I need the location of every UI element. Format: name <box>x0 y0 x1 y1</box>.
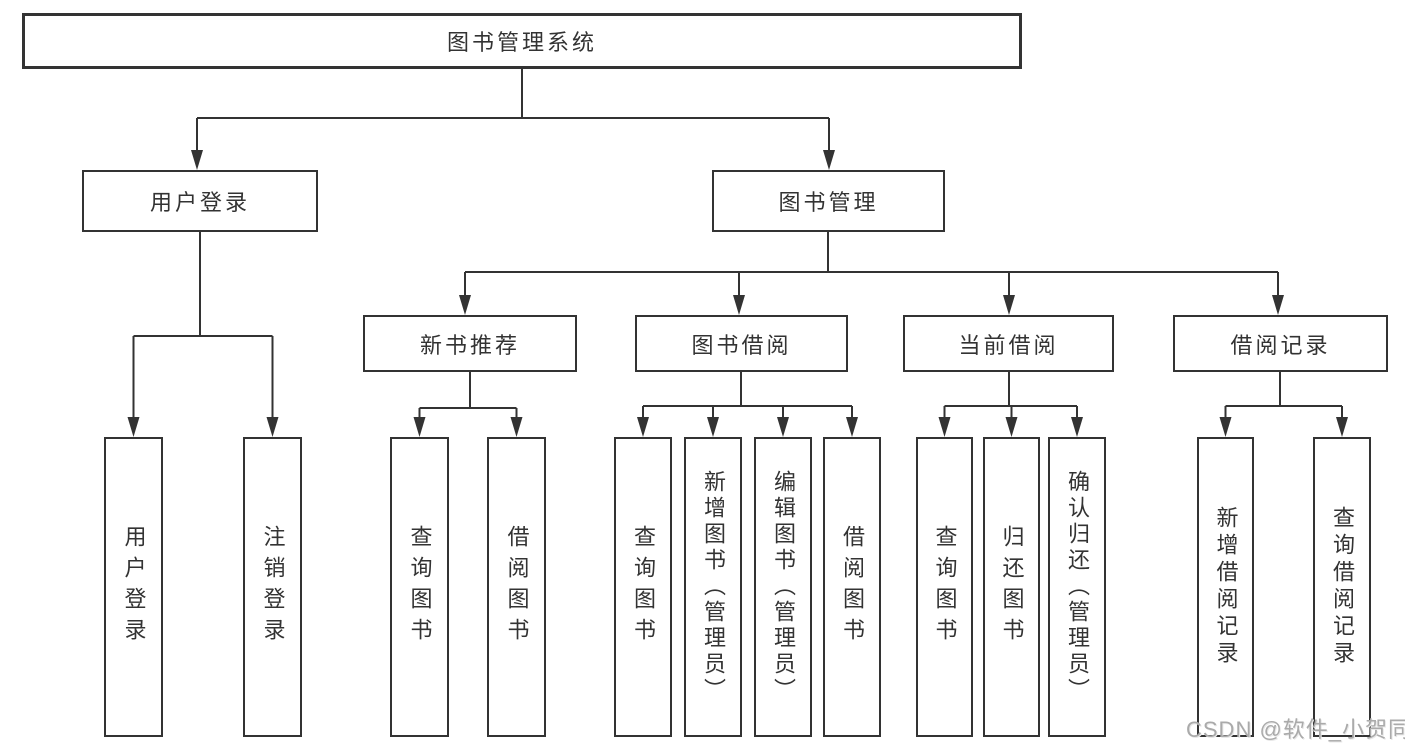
leaf-logout: 注销登录 <box>243 437 302 737</box>
watermark: CSDN @软件_小贺同学 <box>1186 717 1405 742</box>
node-new-book-recommend: 新书推荐 <box>363 315 577 372</box>
leaf-logout-label: 注销登录 <box>260 525 286 649</box>
leaf-query-books-recommend-label: 查询图书 <box>407 525 433 649</box>
leaf-borrow-books-recommend-label: 借阅图书 <box>504 525 530 649</box>
node-new-book-recommend-label: 新书推荐 <box>419 332 520 358</box>
leaf-add-books-admin-label: 新增图书（管理员） <box>701 470 726 704</box>
node-root-label: 图书管理系统 <box>446 30 597 55</box>
node-book-management: 图书管理 <box>712 170 945 232</box>
leaf-query-books-current: 查询图书 <box>916 437 973 737</box>
leaf-user-login: 用户登录 <box>104 437 163 737</box>
leaf-return-books: 归还图书 <box>983 437 1040 737</box>
node-book-borrow-label: 图书借阅 <box>691 332 792 358</box>
leaf-query-borrow-record-label: 查询借阅记录 <box>1330 506 1355 668</box>
leaf-query-books-recommend: 查询图书 <box>390 437 449 737</box>
leaf-confirm-return-admin: 确认归还（管理员） <box>1048 437 1106 737</box>
leaf-return-books-label: 归还图书 <box>999 525 1025 649</box>
node-root-system: 图书管理系统 <box>22 13 1022 69</box>
leaf-borrow-books-recommend: 借阅图书 <box>487 437 546 737</box>
leaf-query-books-borrow-label: 查询图书 <box>631 525 656 649</box>
node-borrow-records-label: 借阅记录 <box>1230 332 1331 358</box>
node-current-borrow-label: 当前借阅 <box>958 332 1059 358</box>
node-current-borrow: 当前借阅 <box>903 315 1114 372</box>
node-book-borrow: 图书借阅 <box>635 315 848 372</box>
leaf-confirm-return-admin-label: 确认归还（管理员） <box>1065 470 1090 704</box>
leaf-user-login-label: 用户登录 <box>121 525 147 649</box>
node-user-login-label: 用户登录 <box>149 190 250 215</box>
leaf-add-borrow-record: 新增借阅记录 <box>1197 437 1254 737</box>
leaf-query-books-current-label: 查询图书 <box>932 525 958 649</box>
leaf-edit-books-admin: 编辑图书（管理员） <box>754 437 812 737</box>
leaf-edit-books-admin-label: 编辑图书（管理员） <box>771 470 796 704</box>
leaf-add-books-admin: 新增图书（管理员） <box>684 437 742 737</box>
node-borrow-records: 借阅记录 <box>1173 315 1388 372</box>
leaf-borrow-books: 借阅图书 <box>823 437 881 737</box>
leaf-borrow-books-label: 借阅图书 <box>840 525 865 649</box>
leaf-query-borrow-record: 查询借阅记录 <box>1313 437 1371 737</box>
node-user-login: 用户登录 <box>82 170 318 232</box>
leaf-add-borrow-record-label: 新增借阅记录 <box>1213 506 1239 668</box>
node-book-management-label: 图书管理 <box>778 190 879 215</box>
leaf-query-books-borrow: 查询图书 <box>614 437 672 737</box>
